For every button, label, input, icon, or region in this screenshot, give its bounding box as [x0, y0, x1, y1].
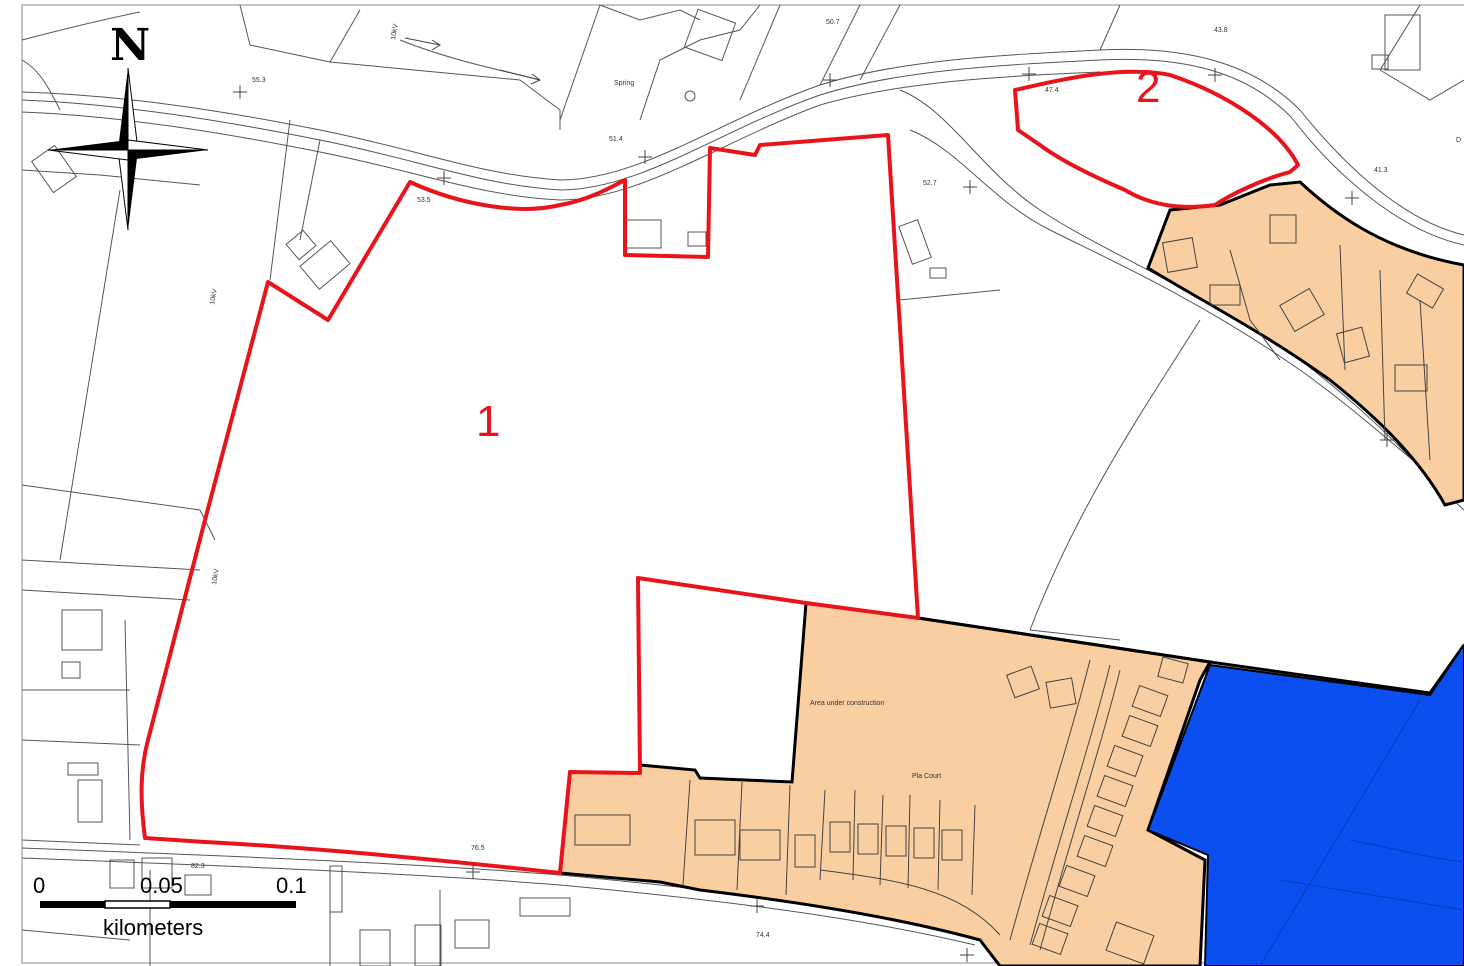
scale-tick-label: 0.1: [276, 873, 307, 898]
north-label: N: [110, 20, 150, 71]
spot-height-label: 51.4: [609, 136, 623, 143]
site-2-boundary: [1013, 69, 1300, 209]
scale-tick-label: 0.05: [140, 873, 183, 898]
construction-label: Area under construction: [810, 700, 884, 707]
spot-height-label: 74.4: [756, 932, 770, 939]
spot-height-label: 53.5: [417, 197, 431, 204]
water-area: [1146, 643, 1464, 966]
developed-buildings: [574, 214, 1445, 965]
spring-label: Spring: [614, 80, 634, 87]
powerline-label: 10kV: [209, 288, 219, 305]
powerline-label: 10kV: [211, 568, 221, 585]
water-inner-lines: [1259, 699, 1464, 966]
powerline-label: 10kV: [390, 23, 400, 40]
scale-unit-label: kilometers: [103, 915, 203, 940]
spot-height-label: 50.7: [826, 19, 840, 26]
edge-letter-label: D: [1456, 137, 1461, 144]
scale-segment: [40, 901, 105, 908]
scale-segment: [170, 901, 296, 908]
survey-marks: [233, 67, 1394, 962]
spot-height-label: 82.3: [191, 863, 205, 870]
flow-arrows: [404, 37, 541, 85]
spot-height-labels: 50.7 43.8 55.3 51.4 53.5 52.7 47.4 41.3 …: [191, 19, 1388, 939]
scale-tick-label: 0: [33, 873, 45, 898]
play-court-label: Pla Court: [912, 773, 941, 780]
north-arrow: N: [47, 20, 209, 231]
site-2-label: 2: [1136, 63, 1160, 112]
compass-rose-icon: [47, 67, 209, 231]
spot-height-label: 76.5: [471, 845, 485, 852]
site-1-label: 1: [476, 397, 500, 446]
scale-bar: 0 0.05 0.1 kilometers: [33, 873, 307, 940]
spot-height-label: 55.3: [252, 77, 266, 84]
site-1-boundary: [139, 133, 920, 875]
spot-height-label: 43.8: [1214, 27, 1228, 34]
spot-height-label: 41.3: [1374, 167, 1388, 174]
spot-height-label: 47.4: [1045, 87, 1059, 94]
scale-segment: [104, 900, 171, 909]
spot-height-label: 52.7: [923, 180, 937, 187]
